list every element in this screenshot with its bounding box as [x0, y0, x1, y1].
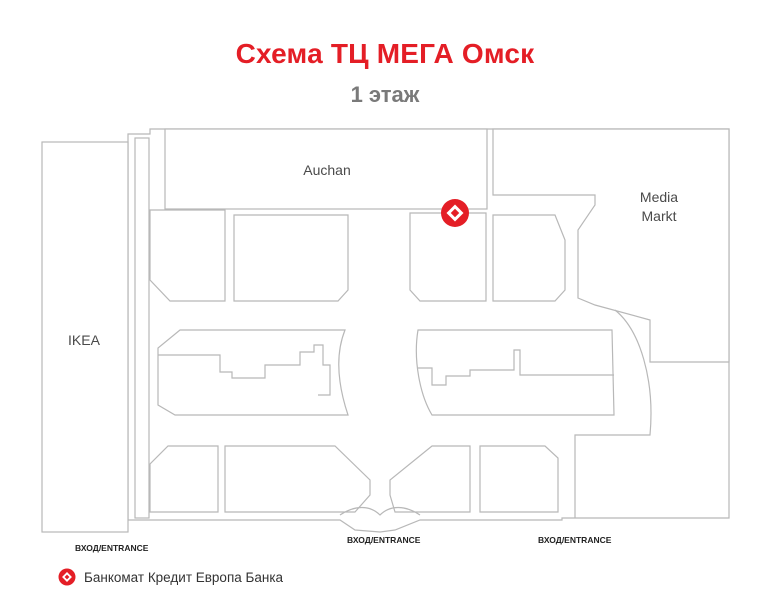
- island-left-detail: [158, 344, 331, 396]
- store-island-left[interactable]: [157, 329, 349, 416]
- store-island-right[interactable]: [415, 329, 615, 416]
- store-auchan-label: Auchan: [303, 162, 350, 178]
- corridor-strip-left: [134, 137, 150, 519]
- store-top-4[interactable]: [492, 214, 566, 302]
- store-bottom-4[interactable]: [479, 445, 559, 513]
- island-right-detail: [418, 349, 614, 386]
- floor-label: 1 этаж: [350, 82, 420, 107]
- store-auchan[interactable]: [164, 128, 488, 210]
- store-bottom-2[interactable]: [224, 445, 371, 513]
- entrance-right-label: ВХОД/ENTRANCE: [538, 535, 612, 545]
- store-media-markt[interactable]: [492, 128, 730, 363]
- entrance-center-label: ВХОД/ENTRANCE: [347, 535, 421, 545]
- map-title: Схема ТЦ МЕГА Омск: [235, 38, 535, 69]
- store-top-2[interactable]: [233, 214, 349, 302]
- entrance-left-label: ВХОД/ENTRANCE: [75, 543, 149, 553]
- store-media-label-2: Markt: [642, 208, 677, 224]
- store-top-left[interactable]: [149, 209, 226, 302]
- store-bottom-3[interactable]: [389, 445, 471, 513]
- legend: Банкомат Кредит Европа Банка: [58, 568, 283, 586]
- red-diamond-circle-icon: [58, 568, 76, 586]
- atm-marker-icon[interactable]: [441, 199, 469, 227]
- store-top-3[interactable]: [409, 212, 487, 302]
- corridor-curve-right: [574, 309, 652, 518]
- store-ikea-label: IKEA: [68, 332, 101, 348]
- store-bottom-left[interactable]: [149, 445, 219, 513]
- entrance-arc-center: [339, 506, 421, 516]
- store-ikea[interactable]: [41, 141, 129, 533]
- store-media-label-1: Media: [640, 189, 678, 205]
- legend-atm-label: Банкомат Кредит Европа Банка: [84, 569, 284, 585]
